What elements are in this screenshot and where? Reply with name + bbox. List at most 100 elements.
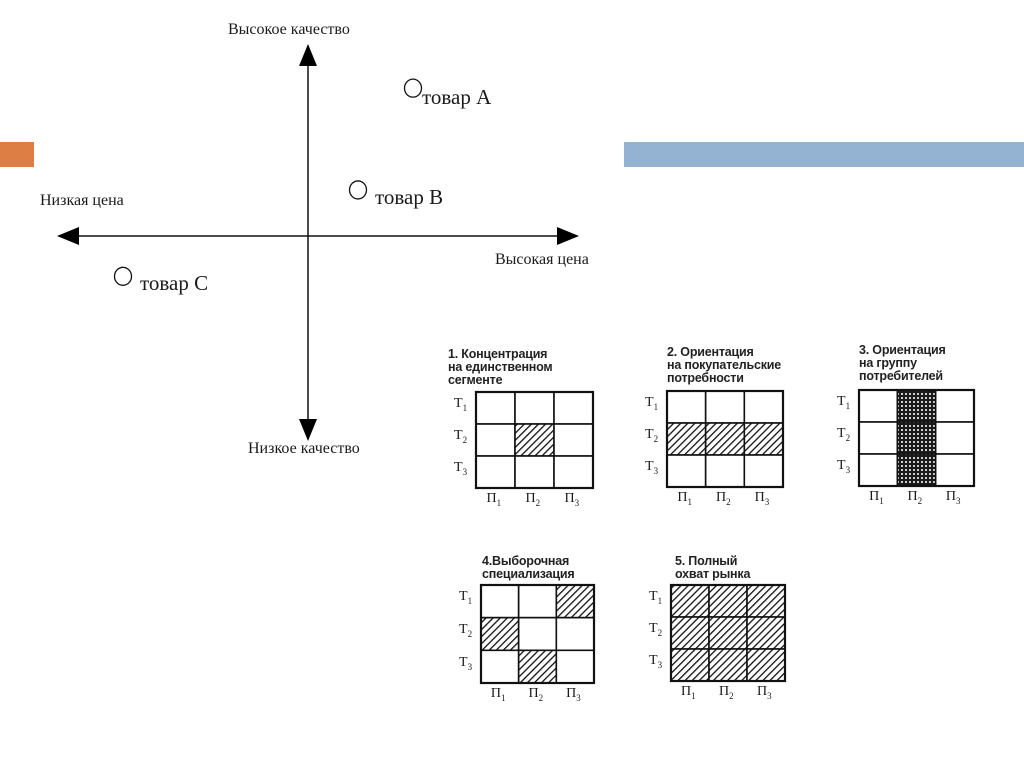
grid-cell-empty (858, 453, 899, 487)
grid-title-line: на покупательские (667, 358, 782, 372)
grid-col-label: П2 (716, 490, 731, 507)
segment-grid-2 (665, 389, 785, 489)
grid-cell-empty (555, 649, 595, 684)
grid-cell-empty (475, 423, 516, 457)
grid-col-label: П2 (528, 686, 544, 703)
grid-col-label: П2 (719, 684, 734, 701)
grid-cell-filled (514, 423, 555, 457)
grid-col-label: П1 (681, 684, 696, 701)
grid-row-label: Т1 (454, 396, 468, 413)
grid-row-label: Т1 (649, 589, 663, 606)
grid-cell-filled (708, 648, 748, 682)
grid-col-label: П1 (490, 686, 506, 703)
grid-title-line: 2. Ориентация (667, 345, 754, 359)
segment-grid-3 (857, 388, 976, 488)
grid-cell-filled (896, 389, 937, 423)
grid-cell-empty (743, 454, 784, 488)
grid-col-label: П3 (757, 684, 772, 701)
grid-title-line: потребителей (859, 369, 943, 383)
grid-cell-filled (896, 453, 937, 487)
grid-col-label: П3 (564, 491, 580, 508)
grid-cell-filled (480, 616, 520, 652)
grid-title-line: потребности (667, 371, 744, 385)
arrow-up-icon (299, 44, 317, 66)
grid-cell-empty (858, 421, 899, 455)
grid-title-line: на единственном (448, 360, 553, 374)
grid-cell-empty (480, 649, 520, 684)
grid-cell-empty (666, 390, 707, 424)
grid-row-label: Т3 (645, 459, 659, 476)
grid-cell-empty (704, 454, 746, 488)
grid-cell-filled (746, 584, 786, 618)
grid-cell-filled (704, 422, 746, 456)
grid-cell-empty (743, 390, 784, 424)
grid-title-line: на группу (859, 356, 917, 370)
grid-cell-filled (746, 648, 786, 682)
grid-row-label: Т1 (645, 395, 659, 412)
product-label: товар A (422, 85, 492, 110)
grid-cell-empty (934, 453, 975, 487)
grid-cell-filled (746, 616, 786, 650)
accent-bar-blue (624, 142, 1024, 167)
grid-cell-filled (555, 584, 595, 619)
grid-cell-filled (896, 421, 937, 455)
grid-title-line: охват рынка (675, 567, 751, 581)
grid-title-line: 5. Полный (675, 554, 738, 568)
grid-cell-filled (670, 584, 710, 618)
product-label: товар B (375, 184, 444, 209)
grid-cell-empty (514, 455, 555, 489)
axis-label-high-price: Высокая цена (495, 251, 589, 268)
segment-grid-5 (669, 583, 787, 683)
grid-col-label: П3 (945, 489, 961, 506)
product-label: товар C (140, 271, 209, 296)
grid-title-line: 4.Выборочная (482, 554, 570, 568)
grid-cell-empty (666, 454, 707, 488)
grid-frame (479, 583, 596, 685)
grid-row-label: Т2 (649, 621, 663, 638)
grid-row-label: Т3 (837, 458, 851, 475)
axis-label-high-quality: Высокое качество (228, 21, 350, 38)
grid-cell-empty (553, 423, 594, 457)
grid-row-label: Т3 (454, 460, 468, 477)
grid-cell-empty (553, 455, 594, 489)
segment-grid-4 (479, 583, 596, 685)
grid-cell-empty (517, 616, 558, 652)
grid-frame (474, 390, 595, 490)
grid-row-label: Т2 (645, 427, 659, 444)
axis-label-low-price: Низкая цена (40, 192, 124, 209)
grid-row-label: Т2 (837, 426, 851, 443)
grid-title-line: специализация (482, 567, 575, 581)
grid-cell-empty (475, 391, 516, 425)
arrow-right-icon (557, 227, 579, 245)
grid-frame (665, 389, 785, 489)
grid-cell-filled (670, 648, 710, 682)
grid-col-label: П1 (486, 491, 502, 508)
grid-row-label: Т1 (459, 589, 473, 607)
grid-cell-empty (553, 391, 594, 425)
grid-cell-empty (934, 389, 975, 423)
grid-row-label: Т1 (837, 394, 851, 411)
grid-col-label: П2 (525, 491, 541, 508)
grid-cell-empty (704, 390, 746, 424)
grid-cell-empty (555, 616, 595, 652)
product-marker (403, 78, 423, 98)
grid-title-line: сегменте (448, 373, 503, 387)
grid-cell-empty (475, 455, 516, 489)
grid-row-label: Т3 (459, 654, 473, 672)
grid-row-label: Т2 (459, 622, 473, 639)
grid-cell-filled (670, 616, 710, 650)
grid-title-line: 1. Концентрация (448, 347, 548, 361)
grid-cell-empty (480, 584, 520, 619)
grid-row-label: Т3 (649, 653, 663, 670)
grid-cell-filled (666, 422, 707, 456)
product-marker (348, 180, 368, 200)
grid-row-label: Т2 (454, 428, 468, 445)
grid-frame (669, 583, 787, 683)
grid-cell-filled (708, 616, 748, 650)
accent-bar-orange (0, 142, 34, 167)
grid-cell-empty (934, 421, 975, 455)
